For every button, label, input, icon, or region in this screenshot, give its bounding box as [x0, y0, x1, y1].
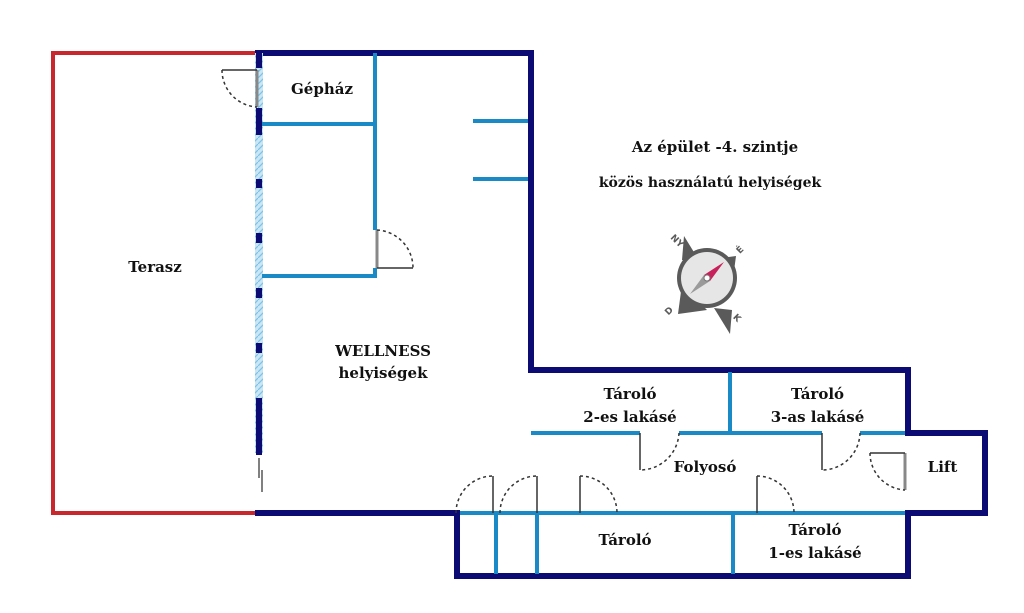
- room-terrace: Terasz: [128, 258, 182, 276]
- compass-label-e: É: [733, 243, 746, 256]
- glass-wall: [255, 53, 263, 492]
- door-storage-1: [756, 475, 795, 514]
- plan-title: Az épület -4. szintje: [631, 138, 799, 156]
- room-storage-3-line1: Tároló: [790, 385, 845, 403]
- compass-icon: NY É D K: [663, 233, 746, 334]
- door-lift: [869, 452, 907, 491]
- room-corridor: Folyosó: [673, 458, 737, 476]
- room-storage-2: Tároló 2-es lakásé: [545, 383, 715, 428]
- door-storage: [579, 475, 618, 514]
- room-storage: Tároló: [598, 531, 652, 549]
- compass-label-d: D: [663, 305, 675, 317]
- room-storage-2-line2: 2-es lakásé: [583, 407, 677, 426]
- compass-label-k: K: [730, 313, 743, 326]
- doors: [221, 69, 907, 514]
- terrace-outline: [51, 51, 258, 515]
- room-lift: Lift: [927, 458, 958, 476]
- room-storage-1: Tároló 1-es lakásé: [740, 519, 890, 564]
- room-wellness: WELLNESS helyiségek: [313, 341, 453, 385]
- room-wellness-line2: helyiségek: [338, 363, 428, 382]
- room-storage-3: Tároló 3-as lakásé: [735, 383, 900, 428]
- inner-walls: [262, 53, 905, 574]
- room-storage-3-line2: 3-as lakásé: [770, 407, 865, 426]
- door-wellness-inner: [375, 229, 414, 269]
- outer-walls: [255, 50, 988, 579]
- room-storage-2-line1: Tároló: [603, 385, 657, 403]
- room-storage-1-line2: 1-es lakásé: [768, 543, 862, 562]
- door-storage-3: [821, 432, 861, 471]
- door-bottom-1: [455, 475, 494, 514]
- room-machine: Gépház: [291, 80, 353, 98]
- door-storage-2: [639, 432, 680, 471]
- room-wellness-line1: WELLNESS: [335, 342, 431, 360]
- room-storage-1-line1: Tároló: [788, 521, 842, 539]
- compass-label-ny: NY: [668, 233, 685, 250]
- door-terrace: [221, 69, 259, 108]
- door-bottom-2: [499, 475, 538, 514]
- plan-subtitle: közös használatú helyiségek: [598, 175, 822, 191]
